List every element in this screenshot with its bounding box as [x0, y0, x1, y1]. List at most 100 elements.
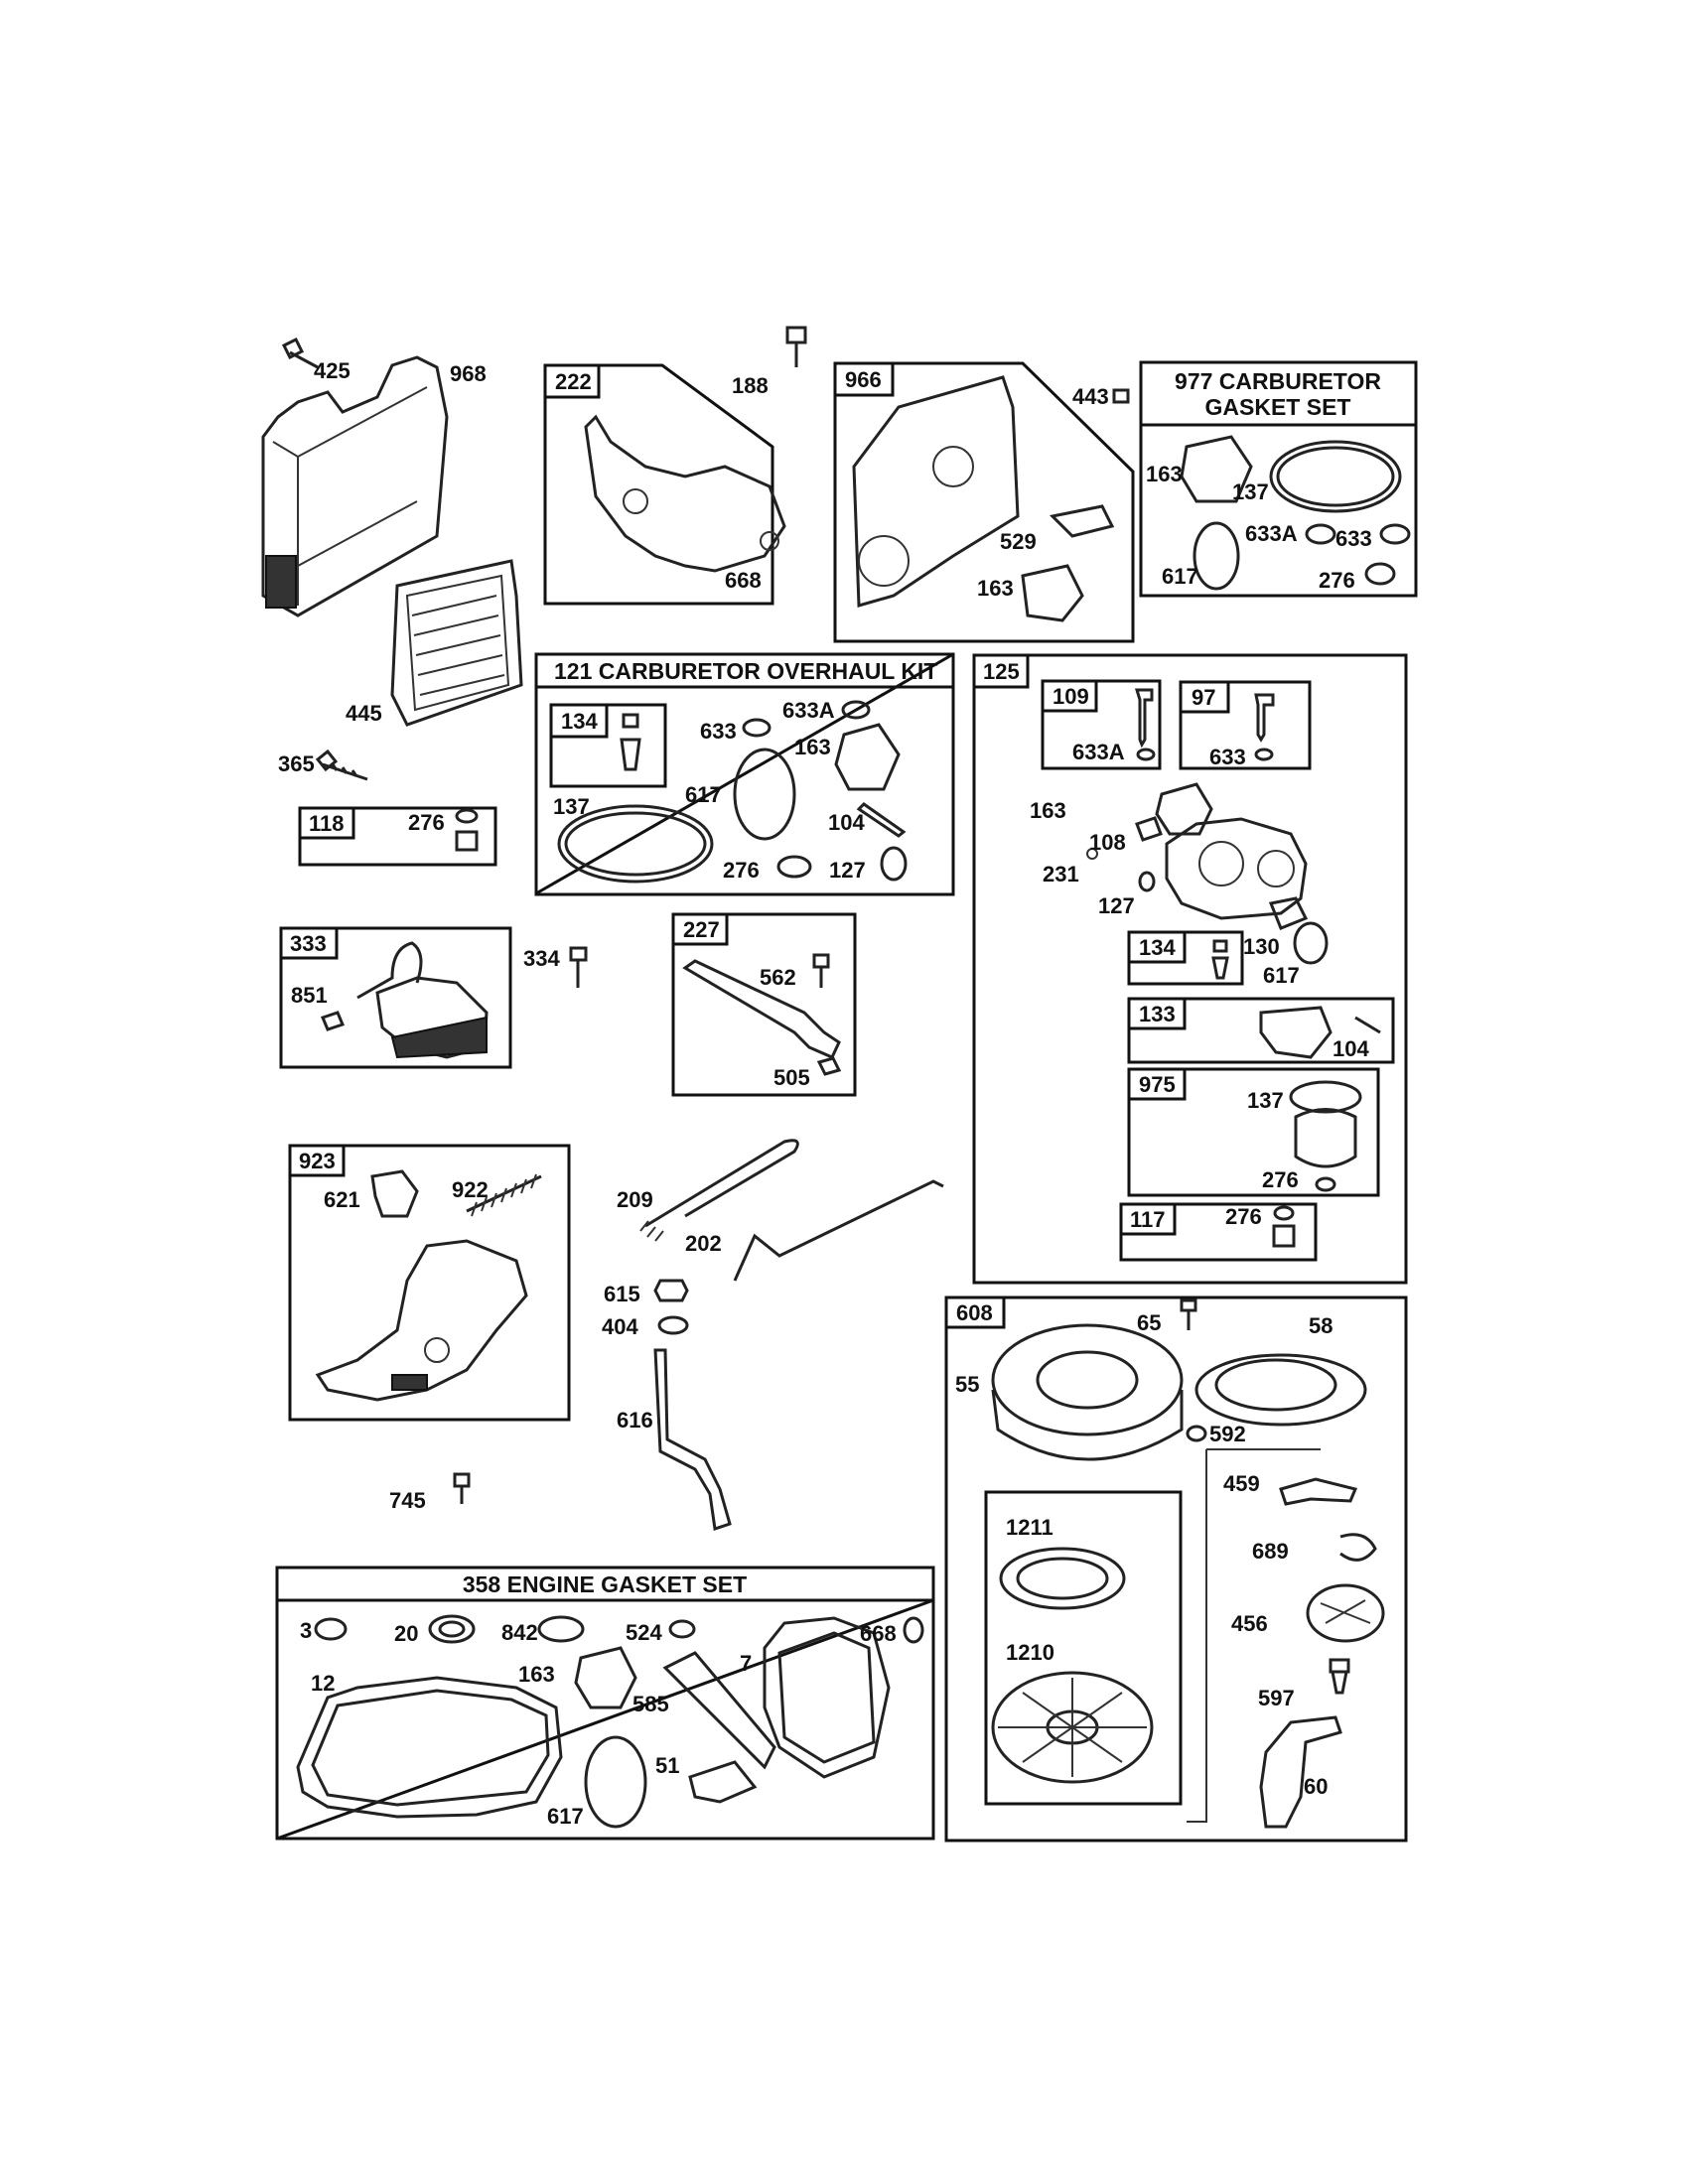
box-label-227: 227 — [683, 917, 720, 942]
o-ring-617-d-part — [584, 1735, 647, 1829]
part-label-668-a: 668 — [725, 568, 762, 593]
box-label-118: 118 — [309, 811, 345, 836]
float-133-part — [1259, 1006, 1333, 1059]
box-923 — [288, 1144, 571, 1422]
part-label-58: 58 — [1309, 1313, 1333, 1338]
part-label-60: 60 — [1304, 1774, 1328, 1799]
retainer-456-part — [1306, 1583, 1385, 1643]
box-121 — [534, 652, 955, 896]
part-label-616: 616 — [617, 1408, 653, 1433]
part-label-137-c: 137 — [1247, 1088, 1284, 1113]
part-label-276-a: 276 — [1319, 568, 1355, 593]
box-125 — [972, 653, 1408, 1285]
part-label-633a-3: 633A — [1072, 740, 1125, 764]
part-label-163-a: 163 — [977, 576, 1014, 601]
bolt-65-part — [1180, 1298, 1197, 1330]
part-label-668-b: 668 — [860, 1621, 897, 1646]
part-label-104-a: 104 — [828, 810, 865, 835]
part-label-633-3: 633 — [1209, 745, 1246, 769]
part-label-968: 968 — [450, 361, 487, 386]
box-label-608: 608 — [956, 1300, 993, 1325]
part-label-127-b: 127 — [1098, 893, 1135, 918]
part-label-633-2: 633 — [700, 719, 737, 744]
o-ring-137-part — [1269, 440, 1402, 513]
part-label-633a-1: 633A — [1245, 521, 1298, 546]
screw-425-part — [281, 337, 319, 369]
bowl-975-part — [1289, 1080, 1362, 1114]
part-label-445: 445 — [346, 701, 382, 726]
part-label-842: 842 — [501, 1620, 538, 1645]
housing-shadow — [265, 555, 297, 609]
box-label-134-a: 134 — [561, 709, 598, 734]
part-label-276-e: 276 — [1225, 1204, 1262, 1229]
shaft-616-part — [653, 1348, 732, 1531]
part-label-20: 20 — [394, 1621, 418, 1646]
part-label-425: 425 — [314, 358, 351, 383]
link-202-part — [733, 1179, 944, 1282]
part-label-597: 597 — [1258, 1686, 1295, 1710]
part-label-621: 621 — [324, 1187, 360, 1212]
air-filter-part — [390, 559, 523, 727]
part-label-585: 585 — [632, 1692, 669, 1716]
air-filter-housing-part — [261, 355, 449, 617]
part-label-617-b: 617 — [685, 782, 722, 807]
part-label-231: 231 — [1043, 862, 1079, 887]
screw-188-part — [785, 326, 807, 367]
box-label-966: 966 — [845, 367, 882, 392]
carb-overhaul-kit-title: 121 CARBURETOR OVERHAUL KIT — [554, 658, 937, 684]
intake-housing-part — [852, 375, 1020, 608]
box-608 — [944, 1296, 1408, 1843]
gasket-51-part — [688, 1760, 758, 1804]
part-label-163-e: 163 — [518, 1662, 555, 1687]
part-label-163-c: 163 — [794, 735, 831, 759]
part-label-51: 51 — [655, 1753, 679, 1778]
lever-621-part — [370, 1169, 419, 1218]
screw-443-part — [1112, 388, 1130, 404]
part-label-633-1: 633 — [1335, 526, 1372, 551]
part-label-7: 7 — [740, 1651, 752, 1676]
spring-209-part — [644, 1139, 799, 1228]
head-gasket-7-part — [763, 1616, 891, 1779]
part-label-617-c: 617 — [1263, 963, 1300, 988]
part-label-617-a: 617 — [1162, 564, 1198, 589]
part-label-456: 456 — [1231, 1611, 1268, 1636]
part-label-276-d: 276 — [1262, 1167, 1299, 1192]
pulley-1210-part — [991, 1671, 1154, 1784]
box-358 — [275, 1566, 935, 1841]
gasket-kit-diagonal-line — [276, 1598, 934, 1841]
part-label-55: 55 — [955, 1372, 979, 1397]
part-label-276-b: 276 — [723, 858, 760, 883]
part-label-851: 851 — [291, 983, 328, 1008]
rewind-spring-1211-part — [999, 1547, 1126, 1610]
gasket-163-d-part — [1155, 782, 1213, 836]
part-label-689: 689 — [1252, 1539, 1289, 1564]
nut-615-part — [653, 1279, 689, 1302]
box-109 — [1041, 679, 1162, 770]
box-label-125: 125 — [983, 659, 1020, 684]
box-966 — [833, 361, 1135, 643]
box-227 — [671, 912, 857, 1097]
part-label-615: 615 — [604, 1282, 640, 1306]
part-label-505: 505 — [773, 1065, 810, 1090]
box-label-134-b: 134 — [1139, 935, 1176, 960]
handle-60-part — [1259, 1715, 1342, 1829]
part-label-922: 922 — [452, 1177, 489, 1202]
part-label-334: 334 — [523, 946, 560, 971]
part-label-443: 443 — [1072, 384, 1109, 409]
engine-gasket-set-title: 358 ENGINE GASKET SET — [463, 1571, 747, 1597]
control-lever-part — [682, 959, 841, 1059]
part-label-529: 529 — [1000, 529, 1037, 554]
pulley-subbox — [984, 1490, 1183, 1806]
part-label-188: 188 — [732, 373, 769, 398]
box-label-97: 97 — [1192, 685, 1215, 710]
box-97 — [1179, 680, 1312, 770]
box-label-222: 222 — [555, 369, 592, 394]
part-label-202: 202 — [685, 1231, 722, 1256]
part-label-404: 404 — [602, 1314, 638, 1339]
carburetor-body-part — [1165, 817, 1308, 920]
kit-diagonal-line — [535, 652, 954, 895]
air-filter-housing-group — [261, 337, 523, 781]
box-333 — [279, 926, 512, 1069]
box-133 — [1127, 997, 1395, 1064]
governor-bracket-part — [584, 414, 786, 573]
